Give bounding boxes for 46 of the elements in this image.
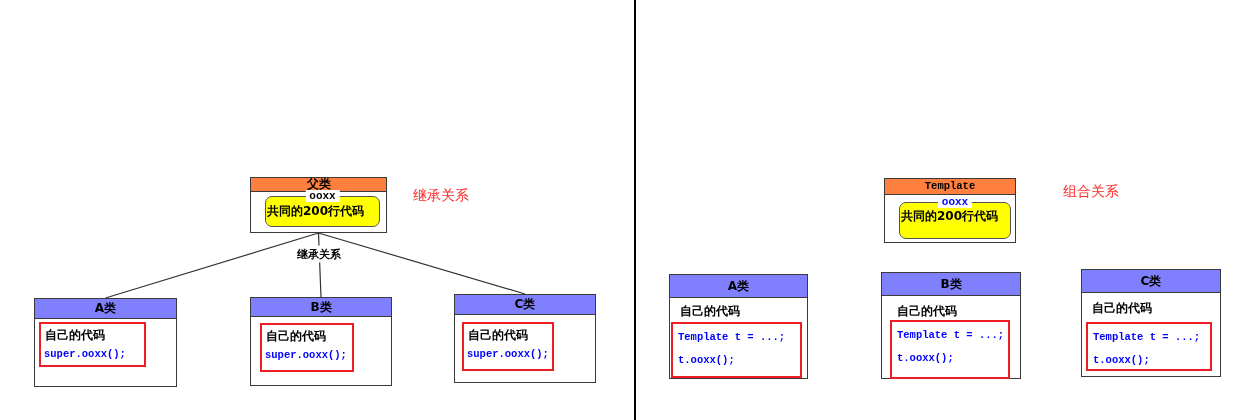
class-box [34,298,177,387]
class-header: Template [885,179,1015,195]
class-box [250,177,387,233]
class-box [454,294,596,383]
code-note: 自己的代码 [680,304,740,319]
edge-label: 继承关系 [295,245,344,263]
code-line: t.ooxx(); [1093,354,1150,367]
connector-line [104,232,320,299]
class-box [669,274,808,379]
code-line: t.ooxx(); [678,354,735,367]
code-line: Template t = ...; [1093,331,1201,344]
code-note: 自己的代码 [45,328,105,343]
class-header: A类 [670,275,807,298]
class-box [1081,269,1221,377]
highlight-box [890,320,1010,379]
class-box [884,178,1016,243]
code-note: 自己的代码 [266,329,326,344]
code-note: 自己的代码 [897,304,957,319]
code-line: super.ooxx(); [44,348,126,361]
class-header: A类 [35,299,176,319]
highlight-box [39,322,146,367]
code-note: 共同的200行代码 [267,204,365,219]
method-label: ooxx [937,196,973,208]
connector-line [317,232,526,295]
highlight-box [671,322,802,378]
highlight-box [462,322,554,371]
class-header: B类 [882,273,1020,296]
code-line: Template t = ...; [897,329,1005,342]
code-line: super.ooxx(); [467,348,549,361]
code-note: 自己的代码 [468,328,528,343]
code-line: super.ooxx(); [265,349,347,362]
class-header: C类 [1082,270,1220,293]
code-line: Template t = ...; [678,331,786,344]
relation-note: 继承关系 [413,187,469,205]
code-note: 共同的200行代码 [901,209,999,224]
relation-note: 组合关系 [1063,183,1119,201]
method-label: ooxx [305,190,340,202]
code-line: t.ooxx(); [897,352,954,365]
highlight-box [260,323,354,372]
class-box [250,297,392,386]
class-box [881,272,1021,379]
class-header: 父类 [251,178,386,192]
class-header: B类 [251,298,391,317]
code-note: 自己的代码 [1092,301,1152,316]
highlight-box [1086,322,1212,371]
class-header: C类 [455,295,595,315]
